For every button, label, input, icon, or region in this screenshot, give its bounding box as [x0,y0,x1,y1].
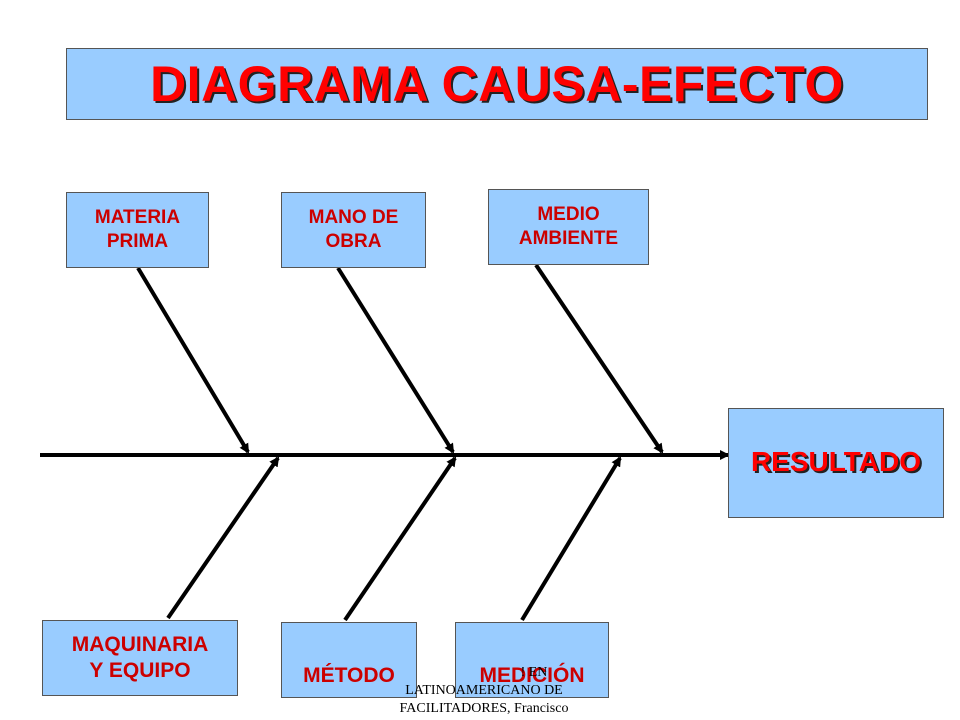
cause-materia-prima: MATERIA PRIMA [66,192,209,268]
cause-maquinaria-y-equipo: MAQUINARIA Y EQUIPO [42,620,238,696]
cause-label-line1: MEDIO [537,204,600,226]
bone-medio-ambiente [534,263,664,454]
cause-label-line2: MEDICIÓN [479,663,585,687]
cause-medio-ambiente: MEDIO AMBIENTE [488,189,649,265]
footer-line1: ! EN [520,665,548,680]
cause-metodo: MÉTODO [281,622,417,698]
cause-label-line2: MÉTODO [303,663,395,687]
footer-line3: FACILITADORES, Francisco [399,701,569,716]
effect-label: RESULTADO [750,446,922,477]
footer-text: ! EN LATINOAMERICANO DE FACILITADORES, F… [360,664,608,718]
cause-medicion: MEDICIÓN [455,622,609,698]
cause-label-line1: MANO DE [308,207,399,229]
cause-label-line2: PRIMA [106,231,169,252]
bone-medicion [520,456,622,622]
cause-mano-de-obra: MANO DE OBRA [281,192,426,268]
diagram-title: DIAGRAMA CAUSA-EFECTO [150,56,844,112]
cause-label-line2: Y EQUIPO [89,659,191,682]
bone-mano-de-obra [336,266,455,454]
cause-label-line2: OBRA [325,231,382,252]
bone-materia-prima [136,266,250,454]
cause-label-line1: MAQUINARIA [71,632,209,656]
effect-box: RESULTADO [728,408,944,518]
cause-label-line2: AMBIENTE [518,228,619,249]
footer-line2: LATINOAMERICANO DE [405,683,563,698]
title-box: DIAGRAMA CAUSA-EFECTO [66,48,928,120]
bone-metodo [343,456,457,622]
bone-maquinaria [166,456,280,620]
cause-label-line1: MATERIA [94,207,181,229]
